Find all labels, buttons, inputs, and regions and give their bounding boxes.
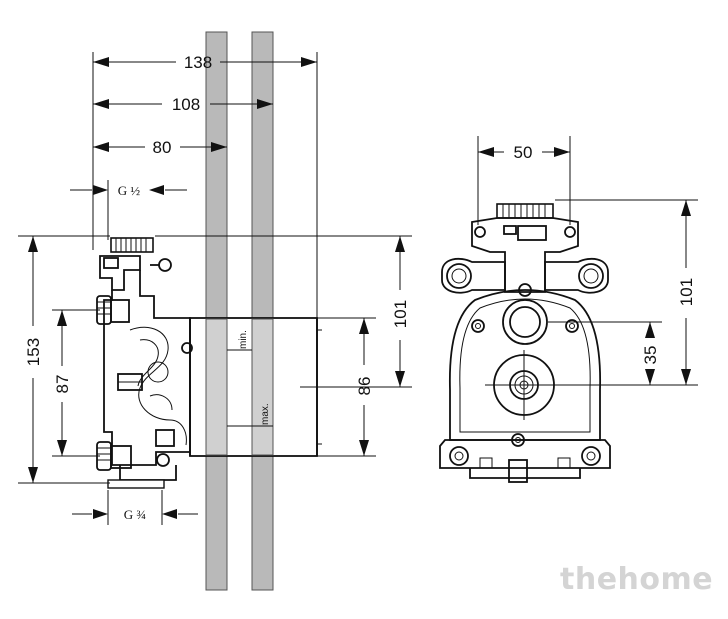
front-dim-height: 101 bbox=[677, 278, 696, 306]
watermark-logo: thehome bbox=[560, 562, 714, 597]
side-view-left-dimensions: 153 87 bbox=[18, 235, 110, 484]
side-view-valve-body bbox=[96, 237, 193, 489]
side-view-right-dimensions: 101 86 bbox=[155, 235, 412, 457]
dim-body-depth: 80 bbox=[153, 138, 172, 157]
front-dim-width: 50 bbox=[514, 143, 533, 162]
side-view-sleeve: min. max. bbox=[189, 317, 322, 457]
wall-strip-inner bbox=[205, 31, 228, 591]
front-view-valve-body bbox=[439, 203, 611, 483]
front-view-dimensions: 50 101 35 bbox=[477, 136, 698, 420]
wall-strips bbox=[205, 31, 274, 591]
dim-height: 153 bbox=[24, 338, 43, 366]
wall-strip-outer bbox=[251, 31, 274, 591]
thread-bottom-label: G ¾ bbox=[124, 507, 146, 522]
dim-sleeve-height: 86 bbox=[355, 377, 374, 396]
dim-sleeve-top: 101 bbox=[391, 300, 410, 328]
side-view-top-dimensions: 138 108 80 G ½ bbox=[70, 52, 318, 330]
dim-overall-depth: 138 bbox=[184, 53, 212, 72]
dim-wall-depth: 108 bbox=[172, 95, 200, 114]
thread-top-label: G ½ bbox=[118, 183, 141, 198]
top-thread-connection bbox=[110, 237, 154, 253]
side-view-bottom-dimension: G ¾ bbox=[72, 490, 198, 525]
label-min: min. bbox=[238, 330, 249, 349]
front-dim-center-offset: 35 bbox=[641, 346, 660, 365]
label-max: max. bbox=[260, 403, 271, 425]
dim-connection-spacing: 87 bbox=[53, 375, 72, 394]
bottom-thread-connection bbox=[107, 479, 165, 489]
